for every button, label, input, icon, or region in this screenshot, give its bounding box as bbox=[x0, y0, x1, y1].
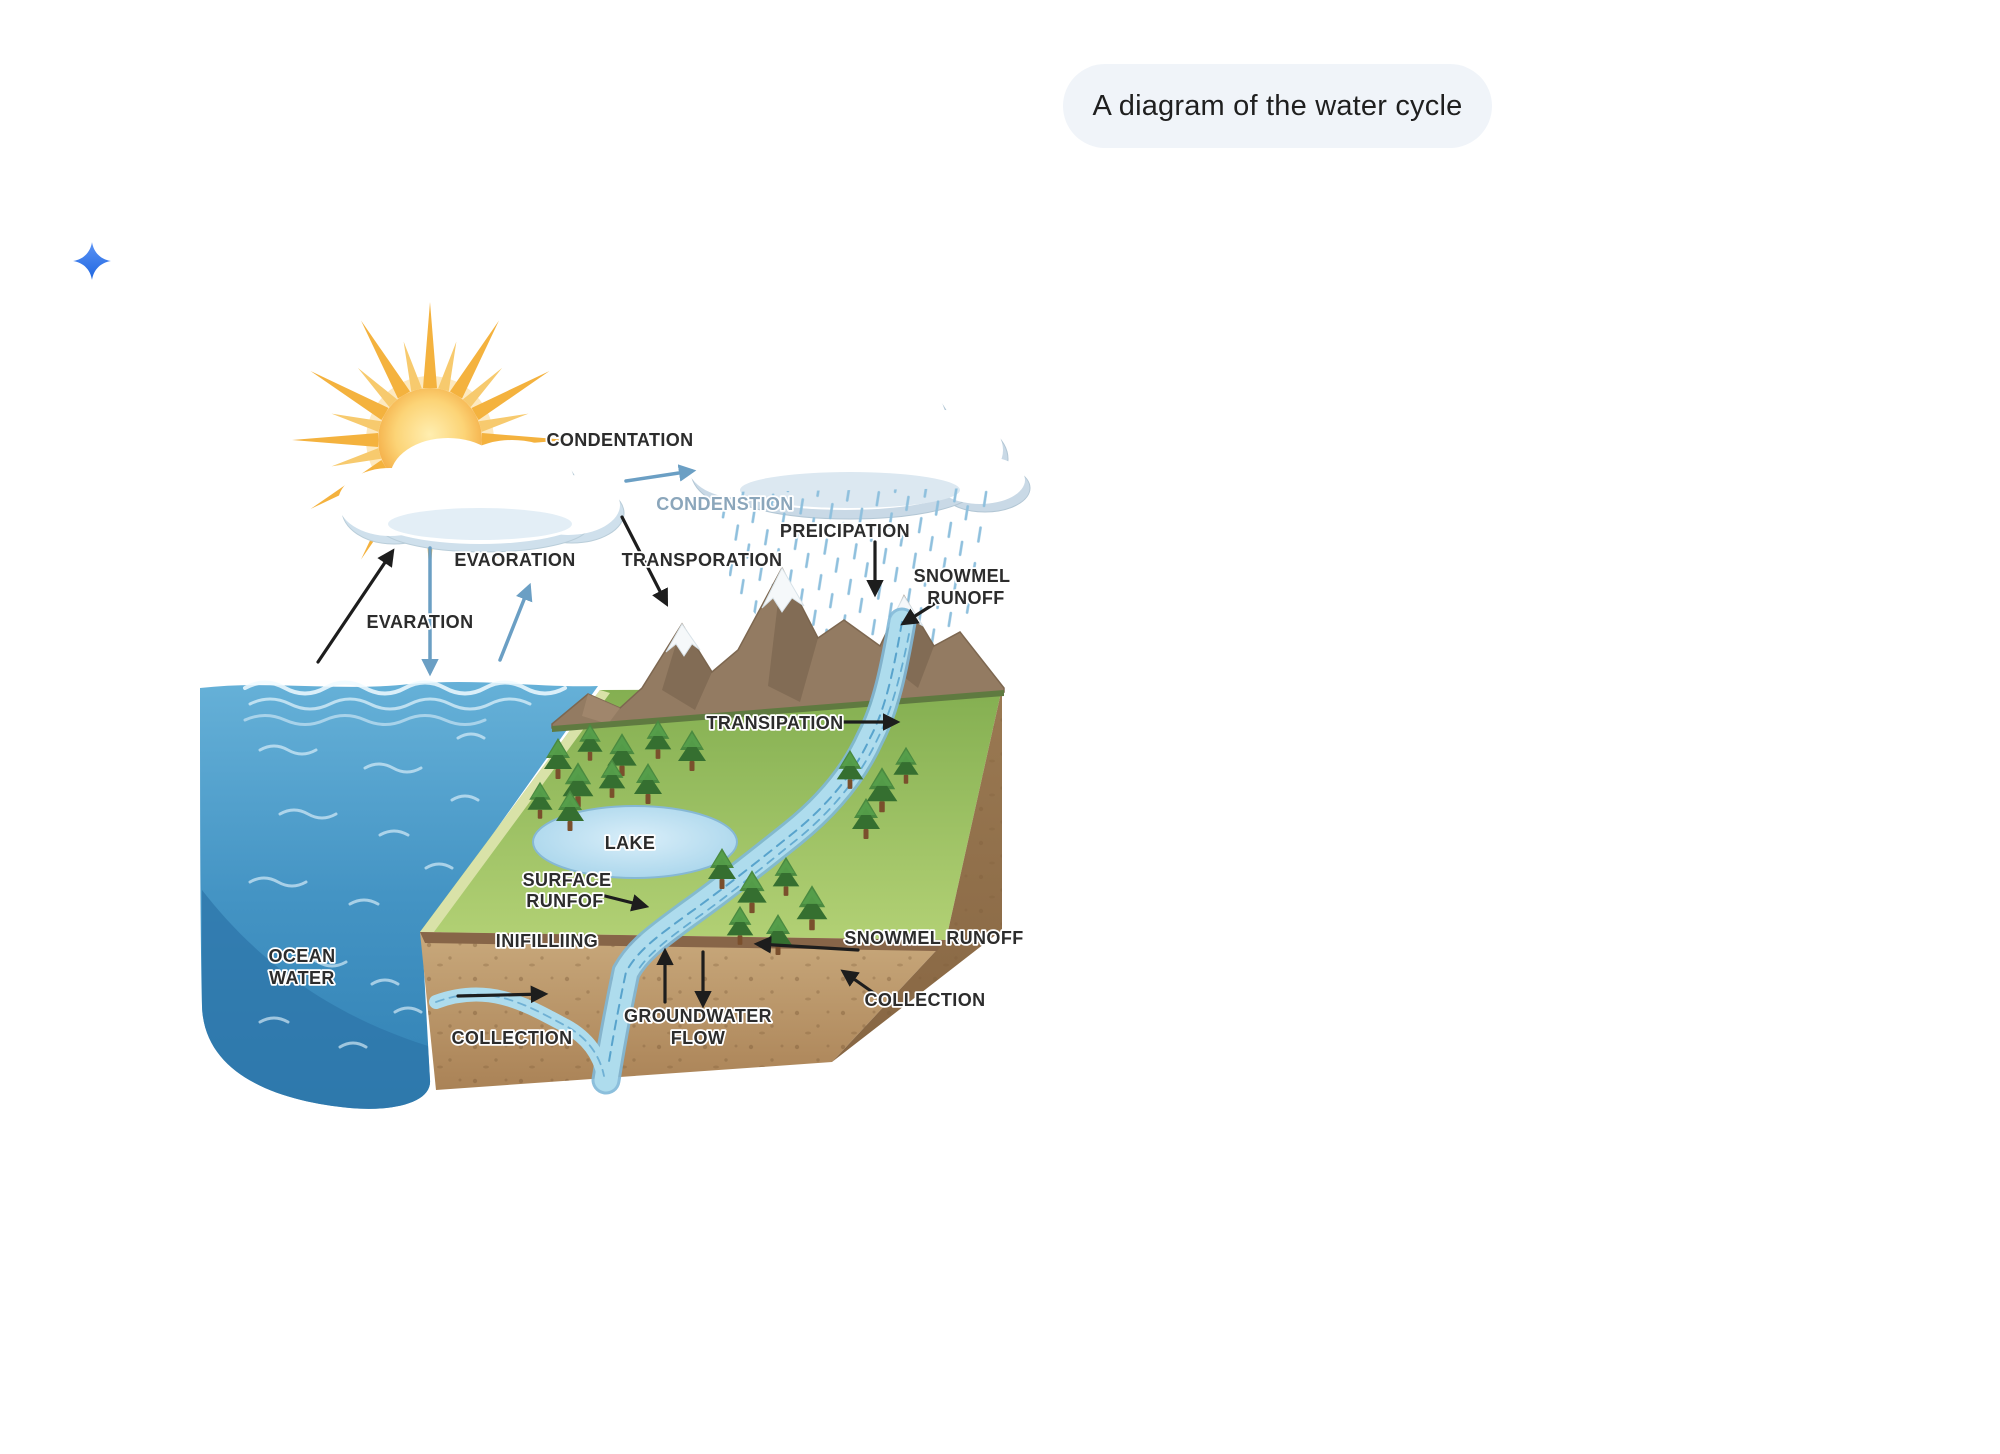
label-ocean-2: WATER bbox=[269, 968, 335, 988]
label-evaoration: EVAORATION bbox=[454, 550, 575, 570]
label-groundwater-2: FLOW bbox=[671, 1028, 726, 1048]
label-lake: LAKE bbox=[605, 833, 656, 853]
label-surface-1: SURFACE bbox=[523, 870, 612, 890]
gemini-sparkle-icon bbox=[72, 241, 112, 281]
label-collection-right: COLLECTION bbox=[865, 990, 986, 1010]
generated-image-water-cycle[interactable]: CONDENTATION CONDENSTION PREICIPATION EV… bbox=[190, 290, 1060, 1140]
water-cycle-diagram: CONDENTATION CONDENSTION PREICIPATION EV… bbox=[200, 302, 1031, 1109]
label-groundwater-1: GROUNDWATER bbox=[624, 1006, 772, 1026]
evaporation-arrow-blue-up bbox=[498, 582, 533, 662]
label-snowmel-top-2: RUNOFF bbox=[927, 588, 1004, 608]
snowmelt-runoff-arrow-top bbox=[900, 600, 939, 626]
label-surface-2: RUNFOF bbox=[526, 891, 603, 911]
cloud-icon bbox=[338, 438, 625, 553]
surface-runoff-arrow bbox=[603, 894, 650, 912]
label-evaration: EVARATION bbox=[367, 612, 474, 632]
label-ocean-1: OCEAN bbox=[268, 946, 335, 966]
label-preicipation: PREICIPATION bbox=[780, 521, 910, 541]
user-message-bubble: A diagram of the water cycle bbox=[1063, 64, 1492, 148]
condensation-arrow bbox=[624, 464, 697, 483]
label-snowmel-bottom: SNOWMEL RUNOFF bbox=[844, 928, 1023, 948]
label-inifilliing: INIFILLIING bbox=[496, 931, 598, 951]
label-condentation: CONDENTATION bbox=[546, 430, 693, 450]
arrows-blue bbox=[421, 464, 697, 677]
label-snowmel-top-1: SNOWMEL bbox=[914, 566, 1011, 586]
label-condenstion: CONDENSTION bbox=[656, 494, 793, 514]
snowmelt-runoff-arrow-bottom bbox=[753, 936, 860, 954]
rain-cloud-icon bbox=[686, 370, 1031, 520]
lake bbox=[532, 805, 738, 879]
diagram-labels: CONDENTATION CONDENSTION PREICIPATION EV… bbox=[267, 428, 1025, 1050]
label-transipation: TRANSIPATION bbox=[706, 713, 843, 733]
arrows-black bbox=[316, 515, 939, 1009]
collection-arrow-left bbox=[456, 985, 549, 1004]
transporation-arrow bbox=[620, 515, 669, 607]
collection-arrow-right bbox=[840, 969, 880, 998]
user-message-text: A diagram of the water cycle bbox=[1092, 89, 1463, 122]
label-transporation: TRANSPORATION bbox=[622, 550, 783, 570]
ocean bbox=[200, 680, 598, 1109]
evaporation-arrow bbox=[316, 548, 395, 664]
label-collection-left: COLLECTION bbox=[452, 1028, 573, 1048]
